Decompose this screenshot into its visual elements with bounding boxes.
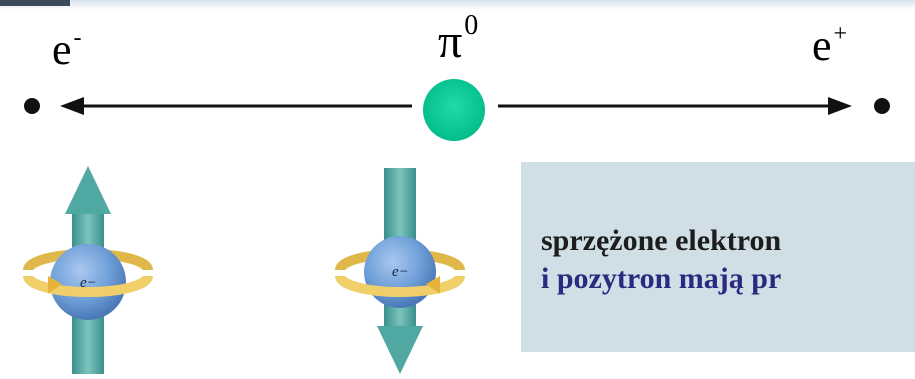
electron-arrowhead	[60, 97, 84, 115]
electron-spin-down-figure: e−	[335, 168, 465, 374]
info-line-1: sprzężone elektron	[541, 224, 782, 257]
electron-symbol: e	[52, 25, 72, 74]
positron-dot	[874, 98, 890, 114]
electron-charge: -	[73, 25, 82, 51]
positron-charge: +	[833, 21, 848, 47]
info-box: sprzężone elektron i pozytron mają pr	[521, 162, 915, 352]
rotation-ring-front	[23, 275, 153, 297]
spin-up-arrowhead	[65, 166, 111, 214]
pion-symbol: π	[438, 15, 463, 68]
electron-dot	[24, 98, 40, 114]
pion-charge: 0	[464, 10, 479, 41]
rotation-ring-front-right	[335, 275, 465, 297]
spin-label-left: e−	[80, 275, 97, 291]
positron-arrowhead	[828, 97, 852, 115]
electron-label: e-	[52, 25, 82, 74]
top-bar	[0, 0, 915, 10]
positron-symbol: e	[812, 21, 832, 70]
pion-dot	[423, 79, 485, 141]
rotation-arrow-icon	[48, 276, 62, 294]
electron-sphere-left	[50, 244, 126, 320]
spin-label-right: e−	[392, 264, 409, 280]
info-line-2: i pozytron mają pr	[541, 262, 782, 295]
electron-spin-up-figure: e−	[23, 166, 153, 374]
positron-label: e+	[812, 21, 848, 70]
top-bar-stripe	[0, 0, 70, 6]
rotation-arrow-icon-right	[426, 276, 440, 294]
pion-label: π0	[438, 12, 478, 68]
spin-down-arrowhead	[377, 326, 423, 374]
